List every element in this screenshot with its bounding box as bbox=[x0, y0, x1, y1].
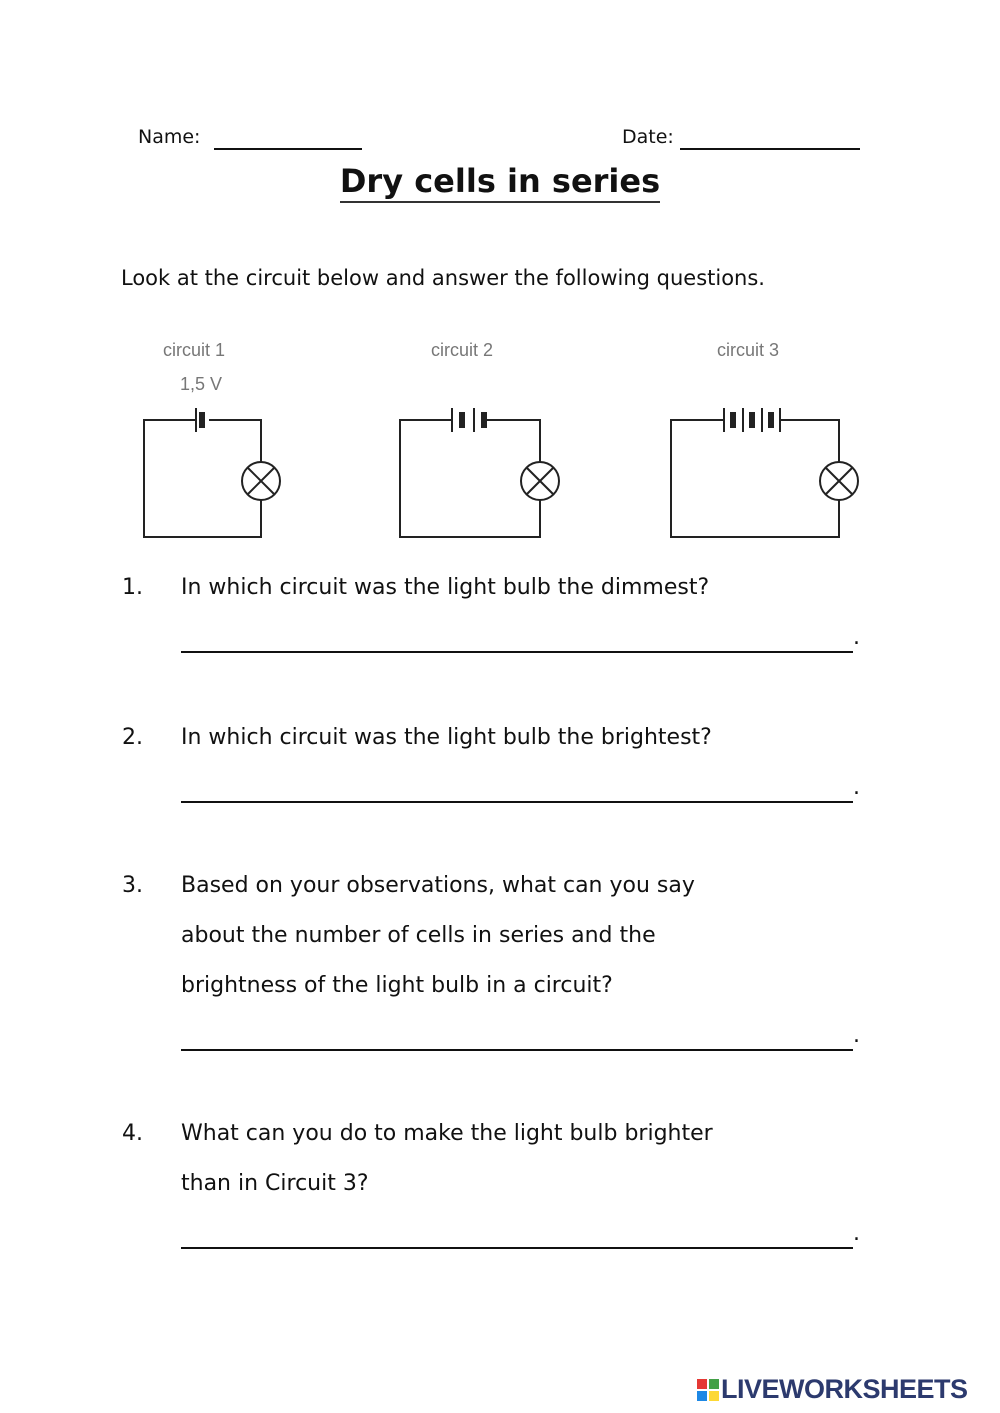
circuit-1-voltage: 1,5 V bbox=[180, 374, 222, 394]
name-label: Name: bbox=[138, 126, 201, 148]
answer-3-line[interactable] bbox=[181, 1049, 853, 1051]
circuit-1-caption: circuit 1 bbox=[163, 340, 225, 360]
logo-square-green bbox=[709, 1378, 719, 1389]
circuit-3: circuit 3 bbox=[670, 340, 859, 538]
liveworksheets-logo[interactable]: LIVEWORKSHEETS bbox=[697, 1374, 968, 1405]
logo-square-blue bbox=[697, 1390, 707, 1401]
logo-square-yellow bbox=[709, 1390, 719, 1401]
question-4-text-line-1: What can you do to make the light bulb b… bbox=[181, 1121, 713, 1146]
question-3-text-line-1: Based on your observations, what can you… bbox=[181, 873, 695, 898]
question-2-number: 2. bbox=[122, 725, 143, 750]
liveworksheets-logo-icon bbox=[697, 1378, 719, 1401]
question-2-text: In which circuit was the light bulb the … bbox=[181, 725, 712, 750]
page-title-text: Dry cells in series bbox=[339, 162, 661, 203]
circuit-2-caption: circuit 2 bbox=[431, 340, 493, 360]
logo-square-red bbox=[697, 1378, 707, 1389]
answer-4-line[interactable] bbox=[181, 1247, 853, 1249]
question-1-number: 1. bbox=[122, 575, 143, 600]
instruction-text: Look at the circuit below and answer the… bbox=[121, 266, 765, 290]
question-1-text: In which circuit was the light bulb the … bbox=[181, 575, 710, 600]
circuit-diagrams: circuit 1 1,5 V circuit 2 circuit 3 bbox=[143, 340, 859, 538]
liveworksheets-logo-text: LIVEWORKSHEETS bbox=[721, 1374, 968, 1404]
question-3-text-line-2: about the number of cells in series and … bbox=[181, 923, 656, 948]
answer-1-dot: . bbox=[853, 625, 860, 650]
question-4-number: 4. bbox=[122, 1121, 143, 1146]
answer-3-dot: . bbox=[853, 1023, 860, 1048]
date-label: Date: bbox=[622, 126, 674, 148]
circuit-2: circuit 2 bbox=[399, 340, 560, 538]
page-title: Dry cells in series bbox=[0, 162, 1000, 203]
question-4-text-line-2: than in Circuit 3? bbox=[181, 1171, 369, 1196]
answer-2-line[interactable] bbox=[181, 801, 853, 803]
answer-4-dot: . bbox=[853, 1221, 860, 1246]
answer-2-dot: . bbox=[853, 775, 860, 800]
answer-1-line[interactable] bbox=[181, 651, 853, 653]
circuit-1: circuit 1 1,5 V bbox=[143, 340, 281, 538]
circuit-3-caption: circuit 3 bbox=[717, 340, 779, 360]
question-3-number: 3. bbox=[122, 873, 143, 898]
date-blank[interactable] bbox=[680, 148, 860, 150]
name-blank[interactable] bbox=[214, 148, 362, 150]
question-3-text-line-3: brightness of the light bulb in a circui… bbox=[181, 973, 613, 998]
